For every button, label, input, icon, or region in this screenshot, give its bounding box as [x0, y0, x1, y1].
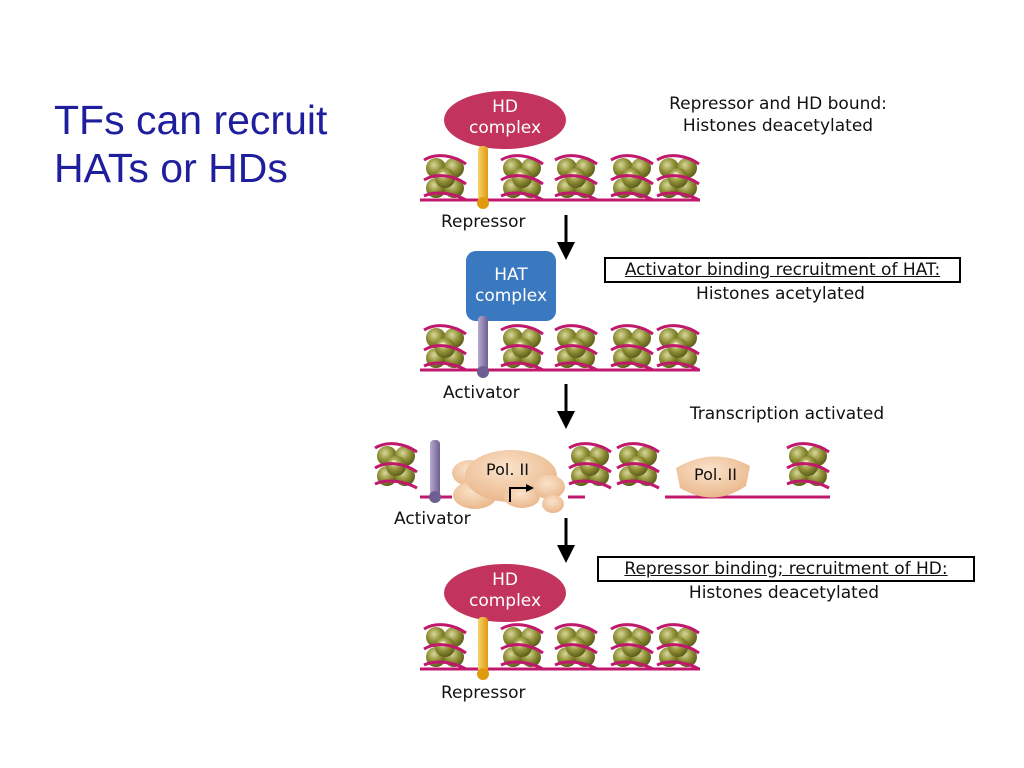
nucleosome [499, 623, 545, 671]
nucleosome [655, 623, 701, 671]
nucleosome [655, 154, 701, 202]
caption-4: Repressor binding; recruitment of HD: [597, 556, 975, 582]
activator-3 [430, 440, 440, 496]
complex-name: HD [492, 97, 518, 117]
pol-ii-right [676, 456, 750, 498]
title-line-2: HATs or HDs [54, 145, 288, 191]
activator-3-label: Activator [394, 509, 471, 529]
repressor-1-label: Repressor [441, 212, 526, 232]
slide-title: TFs can recruit HATs or HDs [54, 96, 327, 192]
nucleosome [422, 623, 468, 671]
nucleosome [499, 324, 545, 372]
hd-complex-1-label: HD complex [455, 97, 555, 139]
caption-2-sub: Histones acetylated [604, 283, 957, 305]
nucleosome [655, 324, 701, 372]
hat-complex [466, 251, 556, 321]
nucleosome [567, 442, 613, 490]
nucleosome [553, 154, 599, 202]
nucleosome [499, 154, 545, 202]
nucleosome [553, 324, 599, 372]
caption-1-line-1: Repressor and HD bound: [669, 94, 887, 114]
caption-2: Activator binding recruitment of HAT: [604, 257, 961, 283]
hd-complex-1 [444, 91, 566, 149]
complex-name: HAT [494, 265, 528, 285]
pol-ii-complex-left [452, 450, 565, 513]
hd-complex-4-label: HD complex [455, 570, 555, 612]
complex-word: complex [468, 118, 542, 138]
activator-2-label: Activator [443, 383, 520, 403]
arrow-3 [557, 518, 575, 563]
repressor-4-label: Repressor [441, 683, 526, 703]
nucleosome [553, 623, 599, 671]
caption-2-line-1: Activator binding recruitment of HAT: [624, 260, 941, 280]
nucleosome [609, 623, 655, 671]
hd-complex-4 [444, 564, 566, 622]
nucleosome [609, 324, 655, 372]
repressor-4 [478, 617, 488, 673]
nucleosome [615, 442, 661, 490]
complex-word: complex [474, 286, 548, 306]
caption-4-line-2: Histones deacetylated [688, 583, 880, 603]
tss-arrow-icon [509, 487, 526, 502]
hat-complex-label: HAT complex [461, 265, 561, 307]
complex-word: complex [468, 591, 542, 611]
nucleosome-row-1 [420, 154, 701, 202]
arrow-1 [557, 215, 575, 260]
caption-1-line-2: Histones deacetylated [682, 116, 874, 136]
caption-2-line-2: Histones acetylated [696, 284, 865, 304]
complex-name: HD [492, 570, 518, 590]
nucleosome-row-2 [420, 324, 701, 372]
caption-3: Transcription activated [672, 403, 902, 425]
nucleosome-row-3 [373, 442, 831, 490]
caption-4-line-1: Repressor binding; recruitment of HD: [624, 559, 948, 579]
nucleosome [422, 154, 468, 202]
caption-4-sub: Histones deacetylated [597, 582, 971, 604]
title-line-1: TFs can recruit [54, 97, 328, 143]
caption-1: Repressor and HD bound: Histones deacety… [660, 93, 896, 137]
nucleosome [422, 324, 468, 372]
caption-3-line-1: Transcription activated [689, 404, 885, 424]
nucleosome [785, 442, 831, 490]
repressor-1 [478, 146, 488, 202]
arrow-2 [557, 384, 575, 429]
nucleosome [609, 154, 655, 202]
pol-ii-right-label: Pol. II [694, 465, 737, 484]
pol-ii-left-label: Pol. II [486, 460, 529, 479]
activator-2 [478, 316, 488, 372]
nucleosome-row-4 [420, 623, 701, 671]
nucleosome [373, 442, 419, 490]
